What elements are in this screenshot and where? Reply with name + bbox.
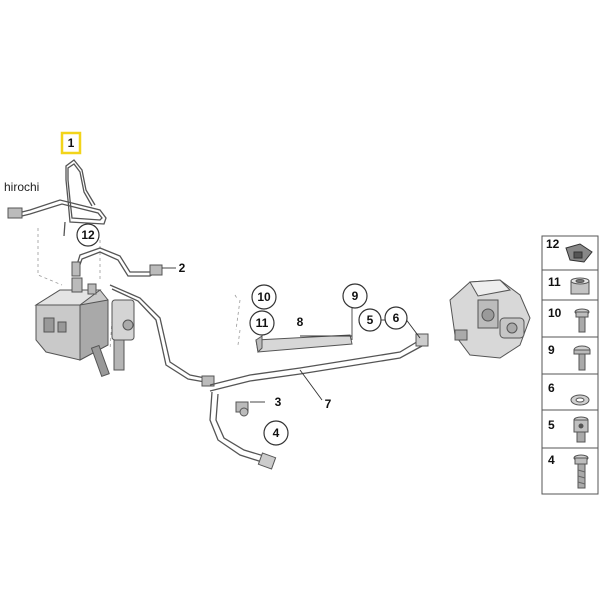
callout-2-label: 2: [179, 261, 186, 275]
abs-unit: [34, 277, 110, 378]
callout-4[interactable]: 4: [263, 420, 289, 446]
bushing-11-icon: [570, 277, 590, 295]
hose-lower-fitting: [257, 452, 277, 470]
legend-row-10[interactable]: 10: [548, 306, 590, 333]
legend-row-4[interactable]: 4: [548, 453, 589, 489]
callout-6[interactable]: 6: [384, 306, 408, 330]
bolt-4-icon: [573, 454, 589, 489]
callout-11-label: 11: [256, 316, 269, 330]
callout-9[interactable]: 9: [342, 283, 368, 309]
pipe-lower-fitting: [201, 375, 215, 387]
parts-legend: 12 11 10: [541, 235, 599, 495]
callout-12[interactable]: 12: [76, 223, 100, 247]
callout-9-label: 9: [352, 289, 359, 303]
guide-lines: [37, 228, 241, 351]
legend-row-6[interactable]: 6: [548, 381, 590, 406]
callout-12-label: 12: [81, 228, 95, 242]
callout-3[interactable]: 3: [275, 395, 282, 409]
bracket-8: [255, 334, 353, 354]
callout-4-label: 4: [273, 426, 280, 440]
brake-pipe-1: [21, 159, 107, 237]
clip-3: [235, 401, 249, 417]
callout-7[interactable]: 7: [325, 397, 332, 411]
callout-7-label: 7: [325, 397, 332, 411]
callout-8-label: 8: [297, 315, 304, 329]
banjo-bolt-5-icon: [573, 416, 589, 443]
brake-hose-7: [209, 339, 423, 463]
legend-label-6: 6: [548, 381, 555, 395]
callout-1-label: 1: [68, 136, 75, 150]
legend-label-10: 10: [548, 306, 562, 320]
legend-row-11[interactable]: 11: [548, 275, 590, 295]
callout-10[interactable]: 10: [251, 284, 277, 310]
washer-6-icon: [570, 394, 590, 406]
callout-10-label: 10: [257, 290, 271, 304]
callout-11[interactable]: 11: [249, 310, 275, 336]
legend-row-12[interactable]: 12: [546, 237, 593, 263]
brake-pipe-2: [75, 247, 206, 383]
master-cylinder: [111, 299, 135, 371]
callout-5[interactable]: 5: [358, 308, 382, 332]
callout-2[interactable]: 2: [179, 261, 186, 275]
callout-1-highlight: [60, 131, 82, 155]
watermark-text: hirochi: [4, 180, 40, 194]
pipe-2-fitting: [149, 264, 163, 276]
legend-row-9[interactable]: 9: [548, 343, 591, 371]
callout-8[interactable]: 8: [297, 315, 304, 329]
callout-6-label: 6: [393, 311, 400, 325]
legend-label-4: 4: [548, 453, 555, 467]
legend-row-5[interactable]: 5: [548, 416, 589, 443]
clip-12-icon: [565, 243, 593, 263]
pipe-1-fitting: [7, 207, 23, 219]
callout-1[interactable]: 1: [60, 131, 82, 155]
legend-label-12: 12: [546, 237, 560, 251]
brake-caliper: [449, 279, 531, 359]
legend-label-5: 5: [548, 418, 555, 432]
legend-label-11: 11: [548, 275, 561, 289]
legend-label-9: 9: [548, 343, 555, 357]
bolt-10-icon: [574, 308, 590, 333]
callout-5-label: 5: [367, 313, 374, 327]
callout-3-label: 3: [275, 395, 282, 409]
screw-9-icon: [573, 345, 591, 371]
pipe-12-fitting: [71, 261, 81, 277]
